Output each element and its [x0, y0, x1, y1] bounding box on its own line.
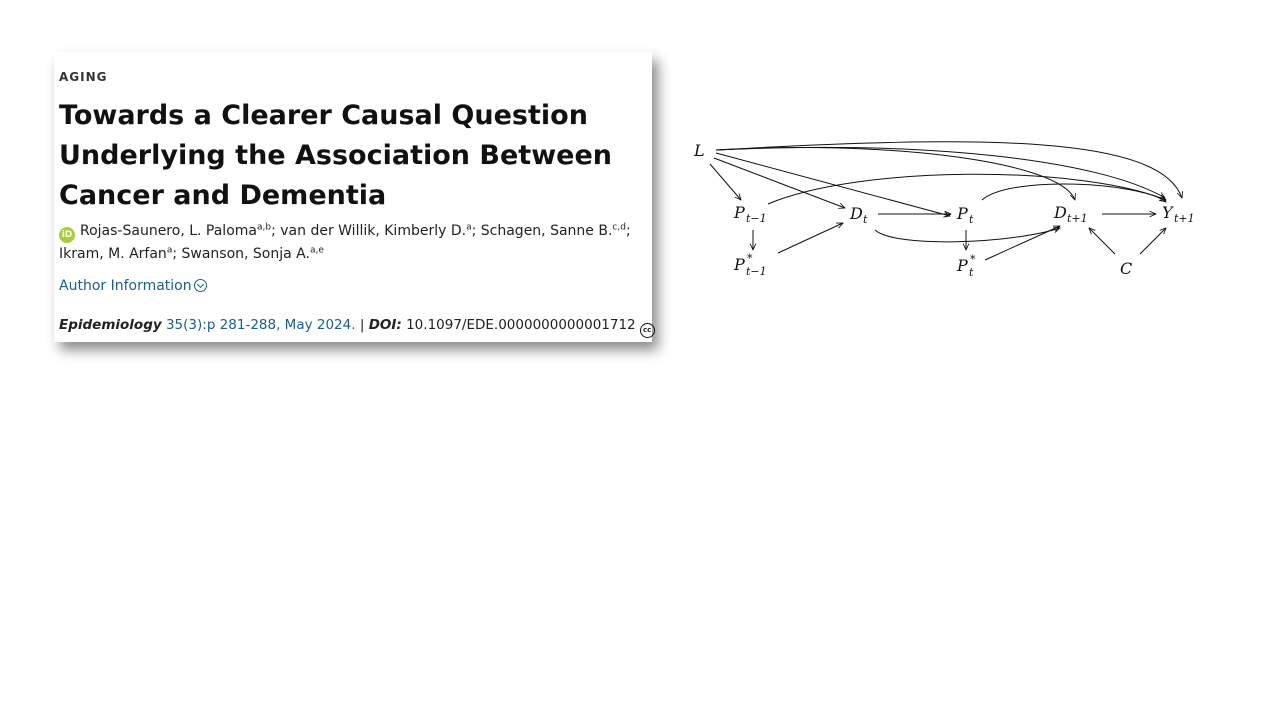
edge-Pt-to-Ynext [981, 183, 1166, 202]
svg-text:C: C [1120, 259, 1132, 278]
node-P-t: P t [956, 204, 974, 226]
edge-Pstart-to-Dnext [984, 225, 1060, 261]
author-name[interactable]: Swanson, Sonja A. [181, 246, 310, 262]
svg-text:*: * [970, 253, 976, 266]
edge-L-to-Dt [713, 157, 845, 208]
author-name[interactable]: Rojas-Saunero, L. Paloma [80, 223, 257, 239]
svg-text:t: t [969, 266, 974, 279]
node-P-star-t: P * t [956, 253, 976, 279]
edge-L-to-Ynext-b [715, 141, 1182, 198]
volume-pages-link[interactable]: 35(3):p 281-288, May 2024. [165, 317, 356, 333]
edge-L-to-Dnext [715, 146, 1075, 200]
node-L: L [693, 141, 705, 160]
svg-text:D: D [1053, 203, 1067, 222]
edge-C-to-Dnext [1089, 228, 1116, 255]
svg-text:*: * [747, 252, 753, 265]
author-affiliation: a [466, 222, 472, 233]
svg-text:P: P [956, 204, 968, 223]
edge-L-to-Pt [715, 152, 950, 216]
edge-C-to-Ynext [1139, 228, 1166, 255]
svg-text:P: P [956, 256, 968, 275]
section-label: AGING [59, 70, 108, 84]
doi-value: 10.1097/EDE.0000000000001712 [406, 317, 636, 333]
svg-text:t−1: t−1 [746, 265, 767, 278]
author-affiliation: a,b [256, 222, 272, 233]
svg-text:D: D [849, 204, 863, 223]
dag-edges [709, 141, 1182, 261]
article-title: Towards a Clearer Causal Question Underl… [59, 100, 612, 211]
edge-L-to-Ynext-a [715, 146, 1165, 198]
node-D-t-plus-1: D t+1 [1053, 203, 1088, 225]
author-name[interactable]: Schagen, Sanne B. [480, 223, 613, 239]
svg-text:P: P [733, 255, 745, 274]
author-affiliation: a [166, 245, 173, 256]
edge-Pprev-to-Ynext [767, 173, 1166, 205]
author-affiliation: a,e [309, 245, 324, 256]
doi-label: DOI: [368, 317, 402, 333]
edge-L-to-Pprev [709, 163, 741, 200]
citation-line: Epidemiology 35(3):p 281-288, May 2024. … [59, 317, 655, 338]
article-header-card: AGING Towards a Clearer Causal Question … [54, 52, 655, 342]
chevron-down-icon [193, 279, 207, 292]
citation-separator: | [359, 317, 365, 333]
journal-name: Epidemiology [59, 317, 162, 333]
svg-text:t+1: t+1 [1174, 212, 1195, 225]
svg-text:Y: Y [1162, 203, 1174, 222]
author-affiliation: c,d [612, 222, 626, 233]
node-P-t-minus-1: P t−1 [733, 203, 767, 225]
svg-text:L: L [693, 141, 705, 160]
orcid-icon[interactable]: iD [59, 227, 75, 243]
node-D-t: D t [849, 204, 868, 226]
node-Y-t-plus-1: Y t+1 [1162, 203, 1195, 225]
svg-text:t−1: t−1 [746, 212, 767, 225]
svg-text:t: t [969, 213, 974, 226]
svg-text:P: P [733, 203, 745, 222]
causal-dag-diagram: L P t−1 P * t−1 D t P t P * t D t+1 Y [693, 141, 1195, 279]
author-information-label: Author Information [59, 278, 192, 294]
node-P-star-t-minus-1: P * t−1 [733, 252, 767, 278]
author-name[interactable]: Ikram, M. Arfan [59, 246, 167, 262]
edge-Pstarprev-to-Dt [777, 222, 843, 254]
node-C: C [1120, 259, 1132, 278]
svg-text:t: t [863, 213, 868, 226]
author-information-toggle[interactable]: Author Information [59, 278, 207, 294]
svg-text:t+1: t+1 [1067, 212, 1088, 225]
author-name[interactable]: van der Willik, Kimberly D. [280, 223, 467, 239]
edge-Dt-to-Dnext [874, 228, 1060, 243]
creative-commons-icon: cc [639, 323, 655, 338]
